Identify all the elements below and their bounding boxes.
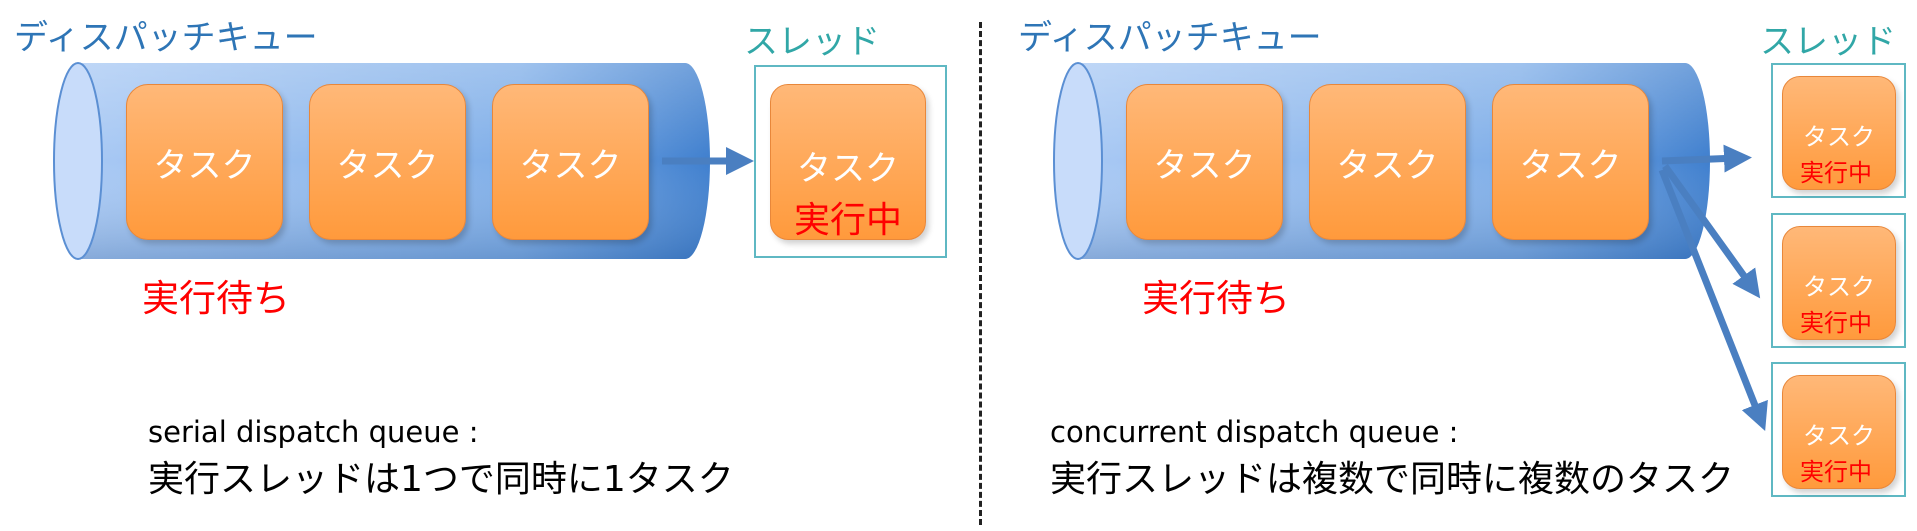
serial-queue-title: ディスパッチキュー — [14, 18, 318, 58]
concurrent-task-2: タスク — [1309, 84, 1466, 240]
serial-running-task-label: タスク — [797, 149, 899, 189]
concurrent-running-status-2: 実行中 — [1800, 309, 1872, 337]
concurrent-task-1: タスク — [1126, 84, 1283, 240]
serial-waiting-label: 実行待ち — [142, 277, 290, 320]
concurrent-dispatch-arrow-2 — [1662, 163, 1761, 299]
concurrent-running-task-1-label: タスク — [1803, 123, 1875, 151]
concurrent-running-task-2: タスク 実行中 — [1782, 226, 1896, 340]
concurrent-task-3: タスク — [1492, 84, 1649, 240]
concurrent-running-task-3-label: タスク — [1803, 422, 1875, 450]
concurrent-dispatch-arrow-1 — [1661, 144, 1752, 173]
concurrent-thread-title: スレッド — [1760, 22, 1896, 62]
concurrent-caption-title: concurrent dispatch queue : — [1050, 415, 1459, 449]
section-divider — [979, 22, 982, 525]
serial-caption-description: 実行スレッドは1つで同時に1タスク — [148, 459, 734, 500]
concurrent-dispatch-arrow-3 — [1658, 168, 1768, 432]
serial-running-status: 実行中 — [793, 200, 902, 241]
serial-running-task: タスク 実行中 — [770, 84, 926, 241]
concurrent-queue-title: ディスパッチキュー — [1018, 18, 1322, 58]
concurrent-running-task-3: タスク 実行中 — [1782, 375, 1896, 489]
concurrent-running-task-1: タスク 実行中 — [1782, 76, 1896, 190]
concurrent-waiting-label: 実行待ち — [1142, 277, 1290, 320]
concurrent-caption-description: 実行スレッドは複数で同時に複数のタスク — [1050, 459, 1735, 500]
serial-task-1: タスク — [126, 84, 283, 240]
concurrent-running-task-2-label: タスク — [1803, 273, 1875, 301]
serial-task-3: タスク — [492, 84, 649, 240]
serial-task-2: タスク — [309, 84, 466, 240]
serial-caption-title: serial dispatch queue : — [148, 415, 479, 449]
concurrent-running-status-3: 実行中 — [1800, 458, 1872, 486]
serial-thread-title: スレッド — [744, 22, 880, 62]
concurrent-running-status-1: 実行中 — [1800, 159, 1872, 187]
